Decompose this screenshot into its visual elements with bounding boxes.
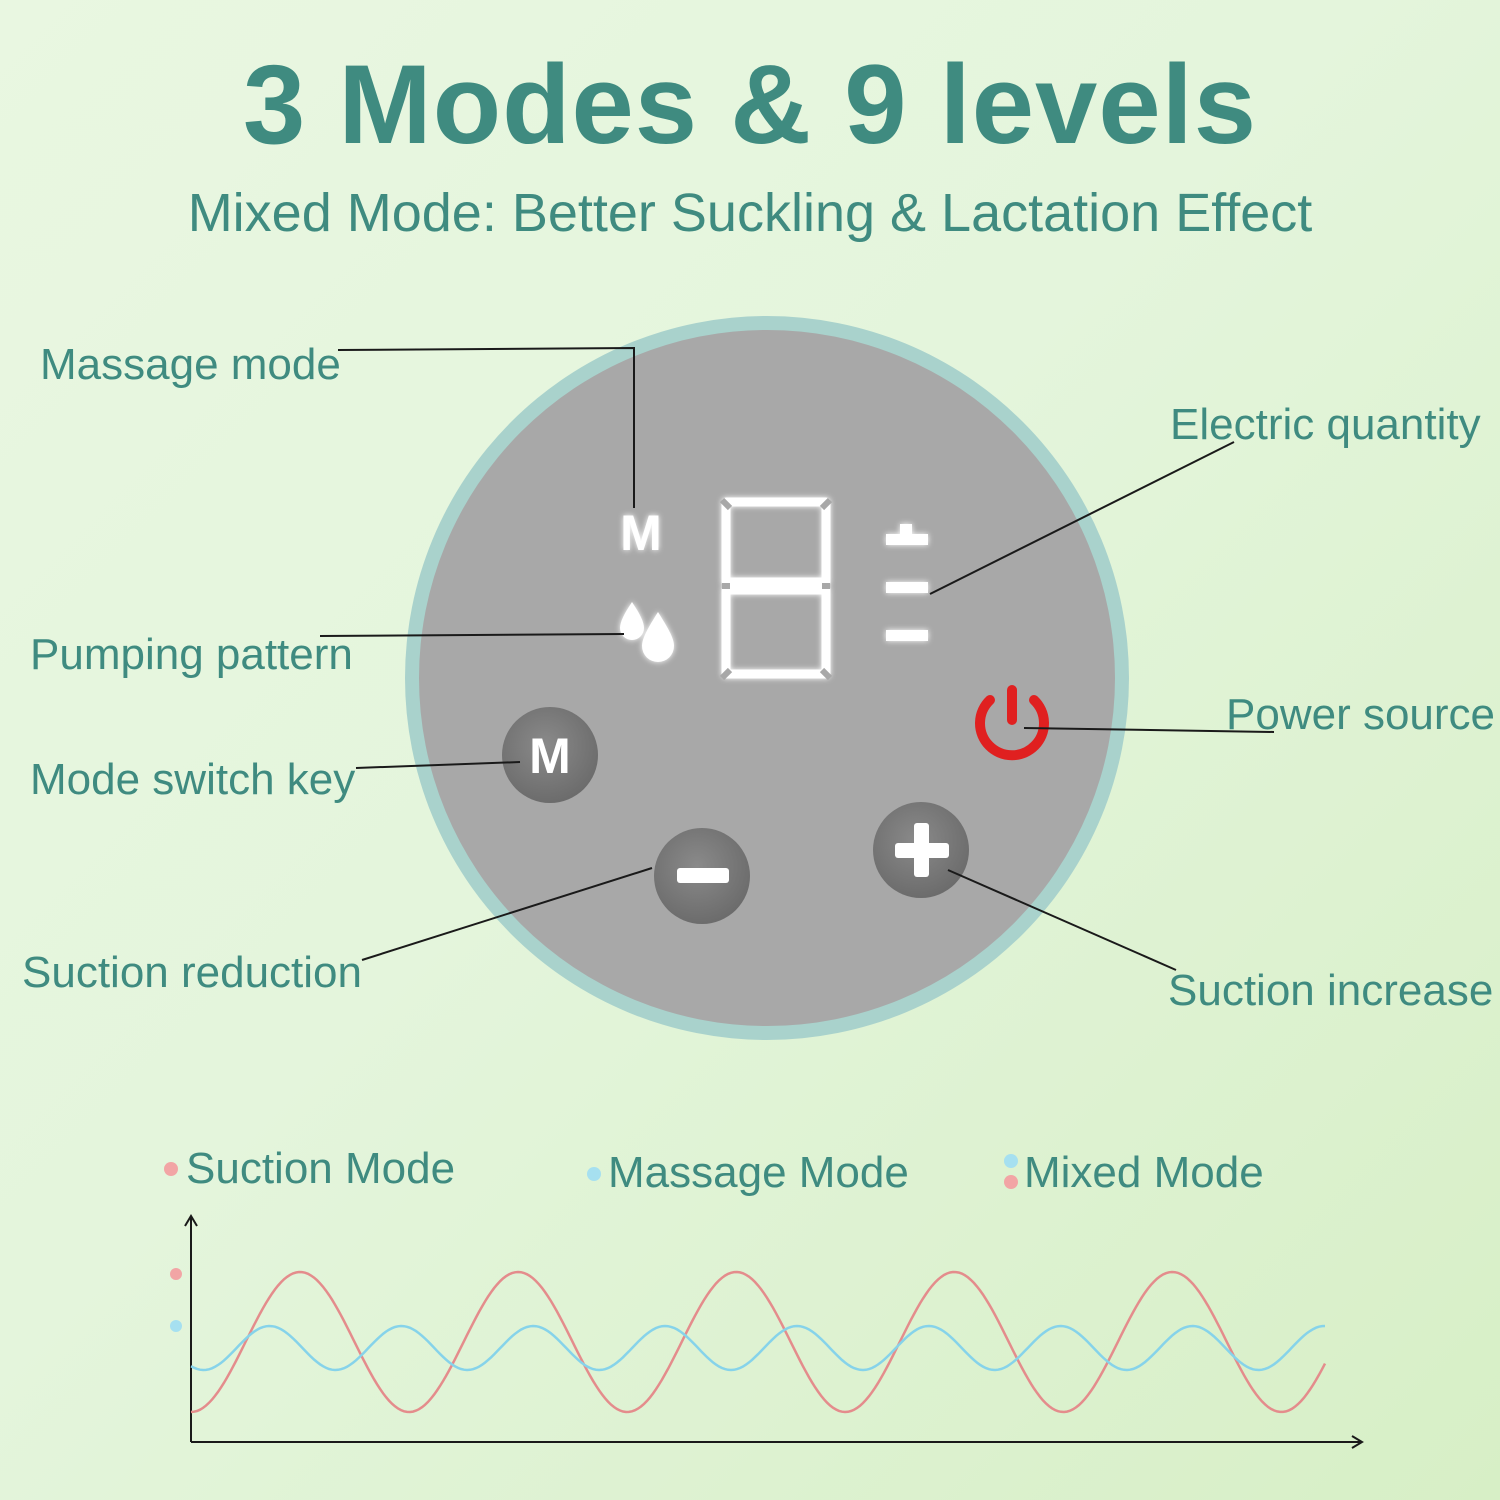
leader-mode-switch — [355, 761, 521, 769]
leader-power-source — [1023, 727, 1275, 733]
label-mode-switch-key: Mode switch key — [30, 755, 356, 804]
plus-icon — [895, 823, 949, 877]
massage-mode-wave — [190, 1324, 1326, 1372]
level-digit-display — [721, 497, 831, 679]
label-power-source: Power source — [1226, 690, 1496, 739]
legend-massage-mode: Massage Mode — [608, 1148, 909, 1197]
leader-pumping-pattern — [319, 633, 625, 637]
label-massage-mode: Massage mode — [40, 340, 341, 389]
page-title: 3 Modes & 9 levels — [242, 42, 1258, 167]
legend-mixed-mode: Mixed Mode — [1024, 1148, 1264, 1197]
massage-axis-marker — [170, 1320, 182, 1332]
digit-segment-gaps — [719, 497, 833, 681]
leader-suction-increase — [947, 869, 1177, 971]
minus-icon — [677, 868, 729, 883]
label-electric-quantity: Electric quantity — [1170, 400, 1481, 449]
legend-massage-dot — [587, 1167, 601, 1181]
page-subtitle: Mixed Mode: Better Suckling & Lactation … — [187, 183, 1313, 243]
label-suction-increase: Suction increase — [1168, 966, 1494, 1015]
mode-switch-button[interactable] — [502, 707, 598, 803]
leader-suction-reduction — [361, 867, 653, 961]
leader-massage-mode — [337, 346, 635, 508]
label-suction-reduction: Suction reduction — [22, 948, 362, 997]
leader-electric-quantity — [929, 441, 1235, 595]
legend-suction-dot — [164, 1162, 178, 1176]
power-icon[interactable] — [975, 685, 1049, 761]
legend-mixed-dot-blue — [1004, 1154, 1018, 1168]
wave-chart-axes — [184, 1214, 1364, 1449]
suction-mode-wave — [190, 1270, 1327, 1414]
leader-lines — [319, 346, 1275, 971]
droplets-icon — [620, 602, 674, 662]
mode-switch-button-label: M — [529, 728, 571, 784]
battery-bars-icon — [886, 524, 928, 641]
legend-suction-mode: Suction Mode — [186, 1144, 456, 1193]
massage-mode-indicator: M — [620, 505, 662, 561]
suction-axis-marker — [170, 1268, 182, 1280]
legend-mixed-dot-pink — [1004, 1175, 1018, 1189]
label-pumping-pattern: Pumping pattern — [30, 630, 353, 679]
